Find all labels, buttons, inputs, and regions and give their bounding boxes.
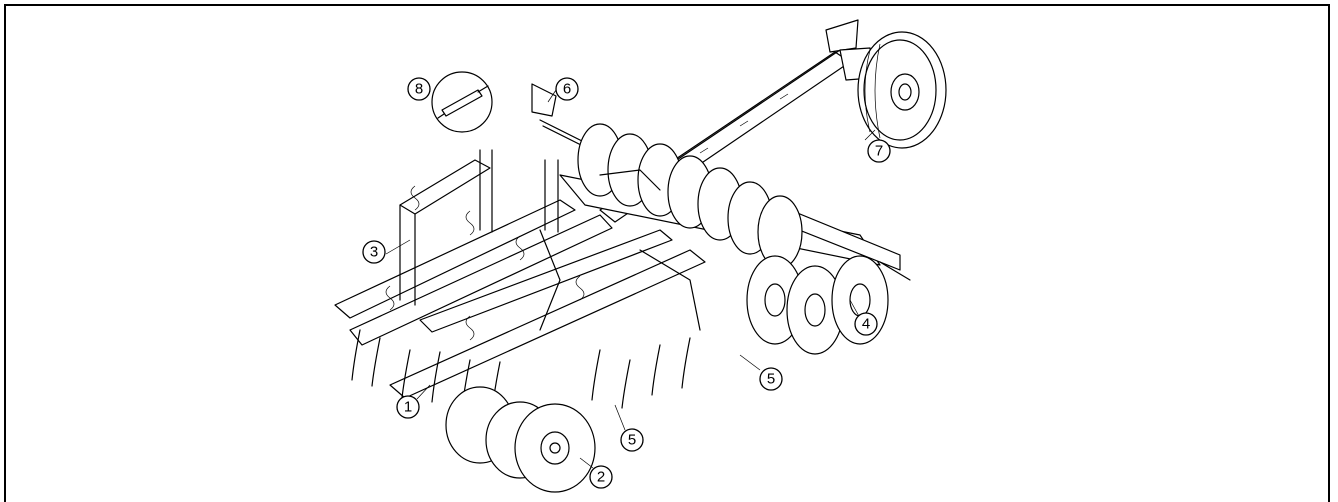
transport-wheel (857, 31, 947, 149)
leader-lines (385, 89, 876, 469)
callout-5b-label: 5 (767, 371, 775, 388)
callout-3-label: 3 (370, 244, 378, 261)
callout-5b: 5 (759, 367, 783, 391)
callout-6: 6 (555, 77, 579, 101)
front-discs (445, 386, 596, 493)
callout-7-label: 7 (875, 143, 883, 160)
callout-4-label: 4 (862, 316, 870, 333)
main-frame (334, 149, 706, 399)
callout-6-label: 6 (563, 81, 571, 98)
tines (351, 185, 691, 413)
callout-8-label: 8 (415, 81, 423, 98)
figure-frame (4, 4, 1330, 502)
callout-2: 2 (589, 465, 613, 489)
callout-1-label: 1 (404, 399, 412, 416)
callout-7: 7 (867, 139, 891, 163)
callout-1: 1 (396, 395, 420, 419)
callout-5a: 5 (620, 428, 644, 452)
hydraulic-cylinder-detail (431, 71, 493, 133)
callout-5a-label: 5 (628, 432, 636, 449)
disc-gang (559, 123, 911, 355)
callout-4: 4 (854, 312, 878, 336)
callout-2-label: 2 (597, 469, 605, 486)
callout-3: 3 (362, 240, 386, 264)
callout-8: 8 (407, 77, 431, 101)
